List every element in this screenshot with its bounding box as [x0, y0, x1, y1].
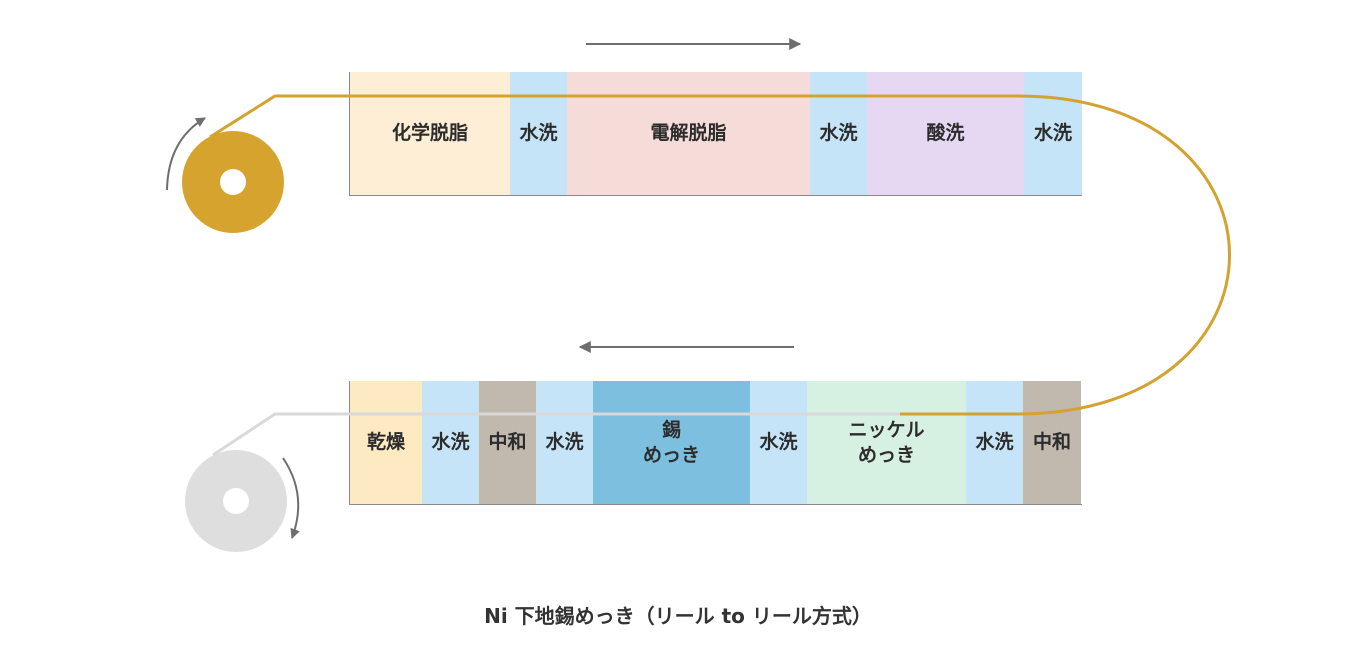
bottom-line-tank: 乾燥: [350, 381, 422, 504]
bottom-line-tank: 水洗: [750, 381, 807, 504]
takeup-reel-icon: [185, 450, 300, 552]
bottom-line-tank: 中和: [479, 381, 536, 504]
bottom-line-tank: 水洗: [422, 381, 479, 504]
diagram-caption: Ni 下地錫めっき（リール to リール方式）: [484, 604, 872, 628]
bottom-line-tank: 錫 めっき: [593, 381, 750, 504]
top-line-tank: 酸洗: [867, 72, 1024, 195]
top-line-tank: 化学脱脂: [350, 72, 510, 195]
top-line-tank: 水洗: [1024, 72, 1082, 195]
bottom-line-tank: 水洗: [966, 381, 1023, 504]
bottom-line-tank: 水洗: [536, 381, 593, 504]
top-line-tank: 水洗: [810, 72, 867, 195]
top-tank-line: 化学脱脂水洗電解脱脂水洗酸洗水洗: [349, 72, 1082, 196]
bottom-tank-line: 乾燥水洗中和水洗錫 めっき水洗ニッケル めっき水洗中和: [349, 381, 1082, 505]
supply-reel-icon: [166, 117, 284, 233]
top-line-tank: 水洗: [510, 72, 567, 195]
bottom-line-tank: ニッケル めっき: [807, 381, 966, 504]
top-line-tank: 電解脱脂: [567, 72, 810, 195]
bottom-line-tank: 中和: [1023, 381, 1081, 504]
